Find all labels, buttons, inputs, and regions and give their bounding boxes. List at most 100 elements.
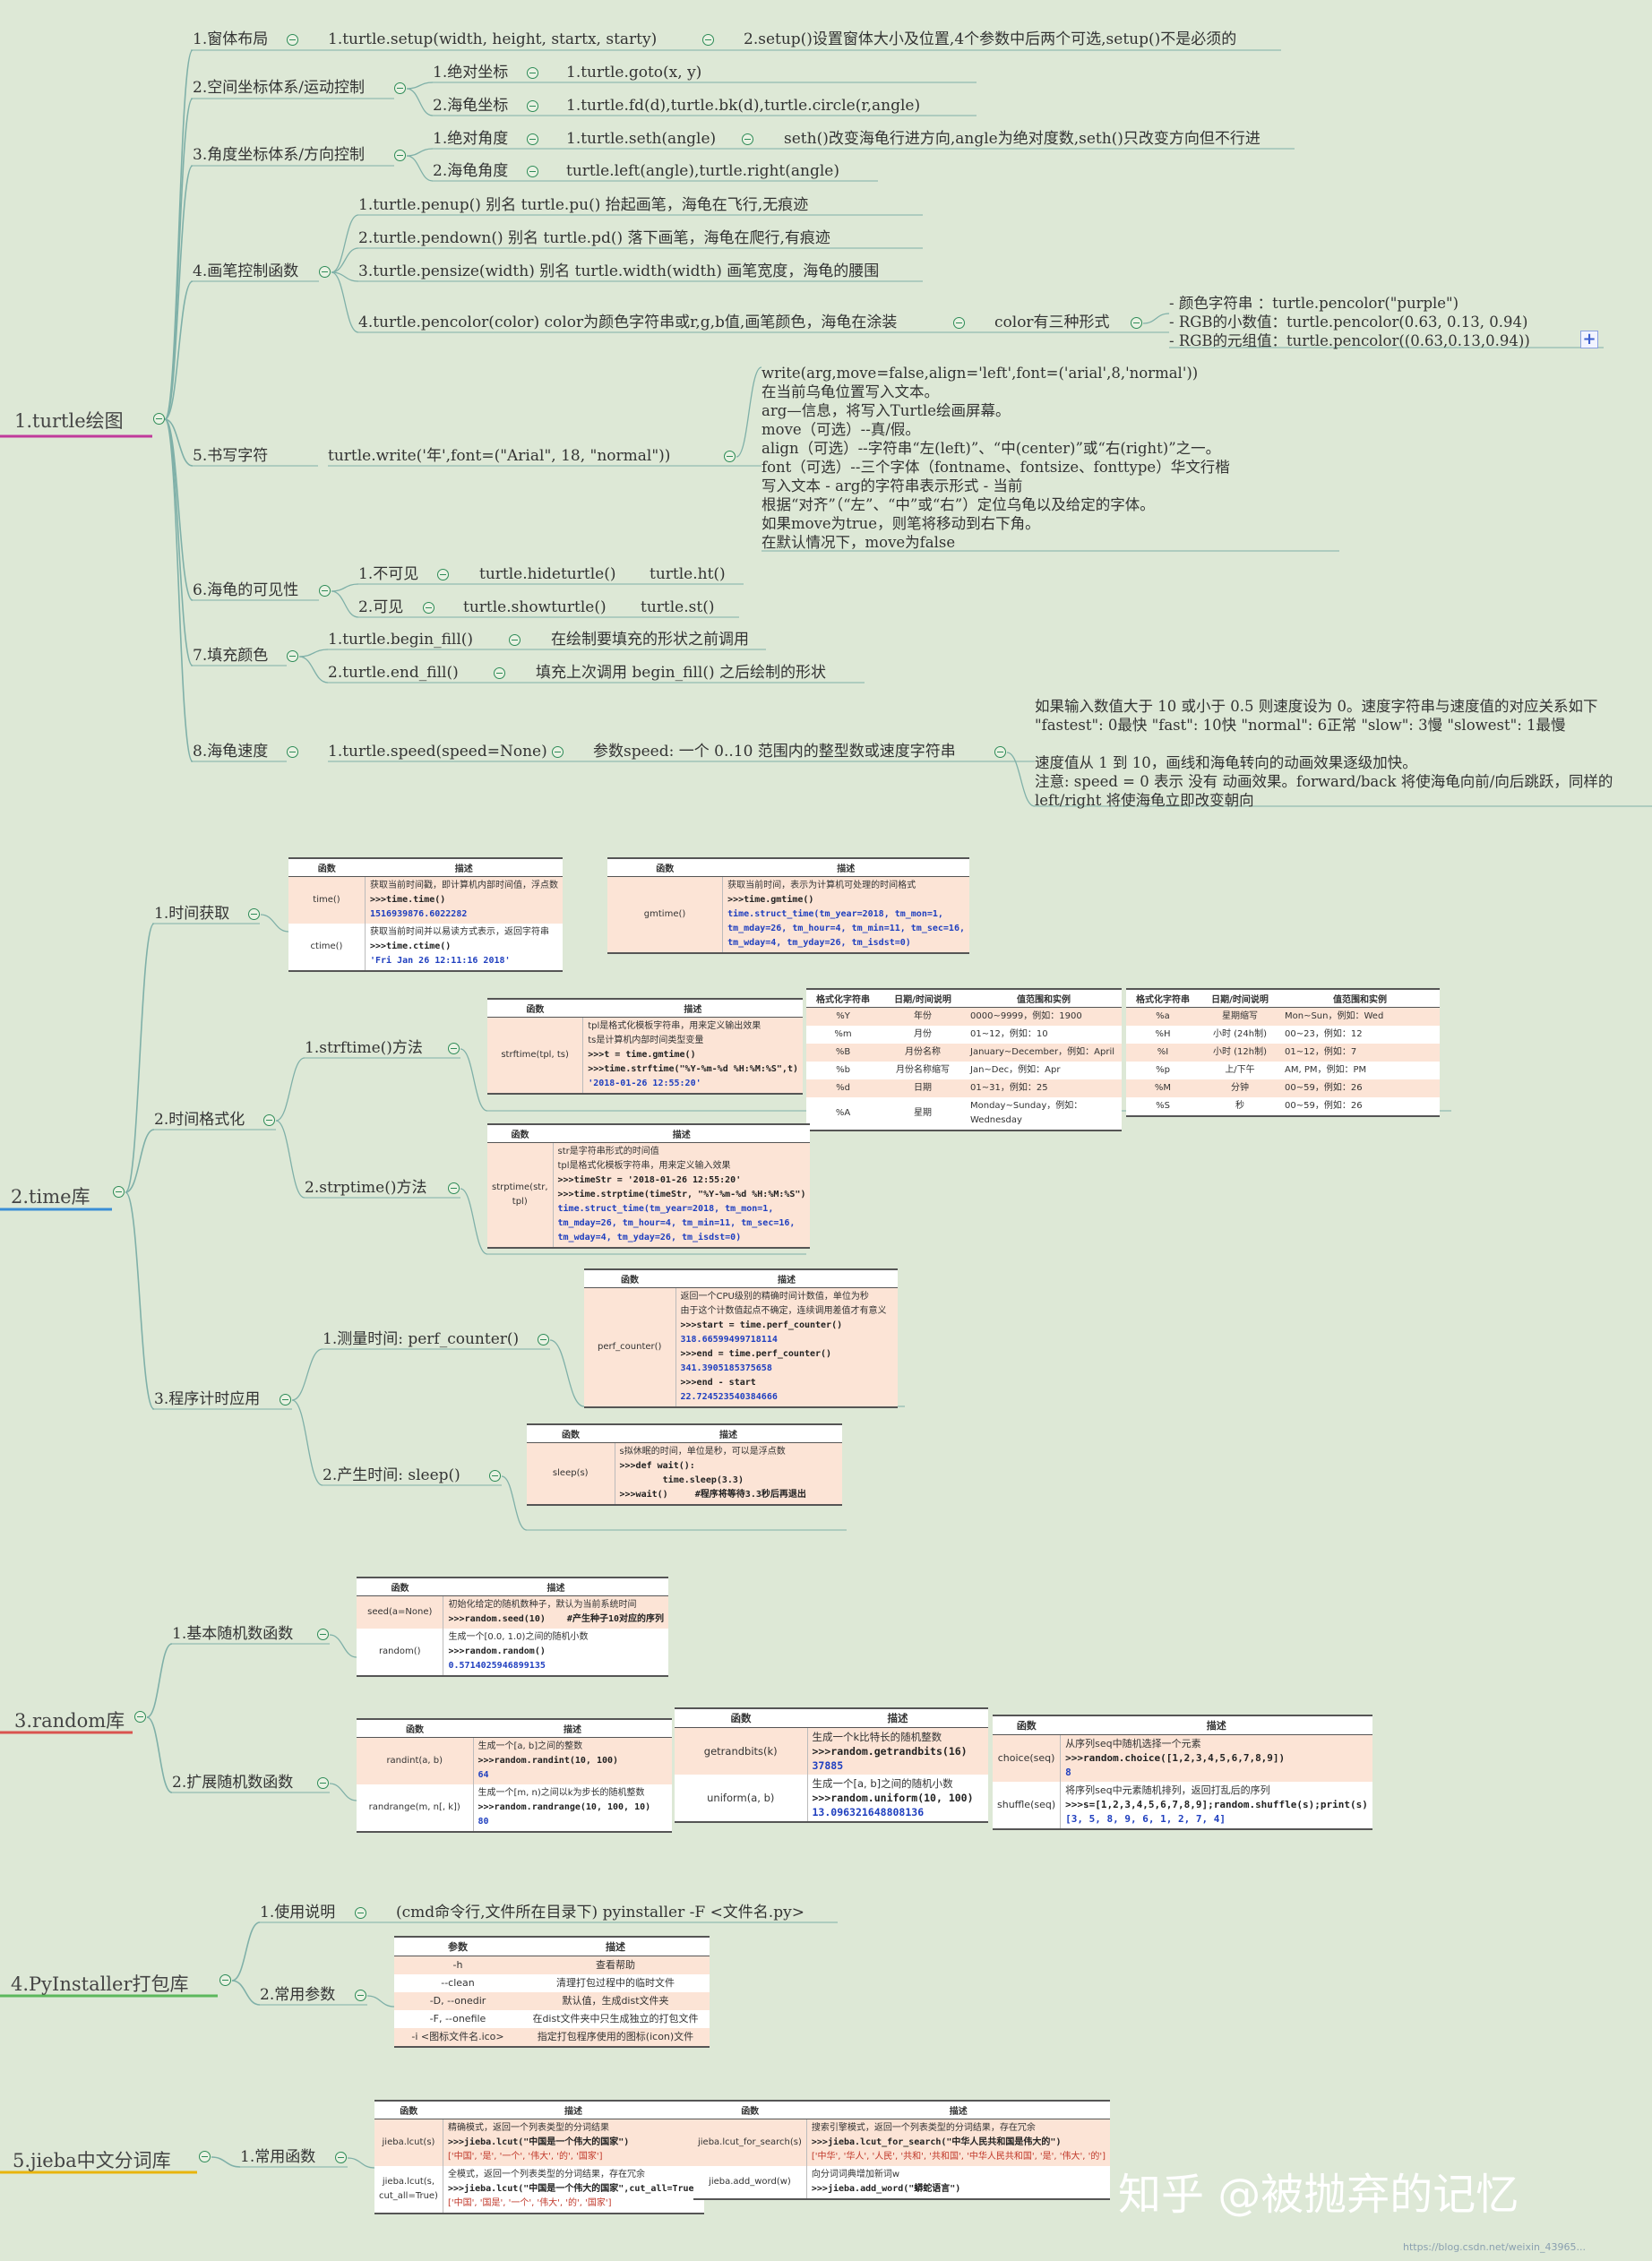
collapse-icon[interactable]	[1131, 317, 1142, 329]
collapse-icon[interactable]	[527, 67, 538, 79]
root-random[interactable]: 3.random库	[14, 1710, 125, 1732]
node-time-timing[interactable]: 3.程序计时应用	[154, 1390, 261, 1408]
node-penup[interactable]: 1.turtle.penup() 别名 turtle.pu() 抬起画笔，海龟在…	[358, 196, 809, 214]
node-window-layout[interactable]: 1.窗体布局	[193, 30, 269, 48]
node-angle-coords[interactable]: 3.角度坐标体系/方向控制	[193, 146, 365, 164]
node-setup-desc[interactable]: 2.setup()设置窗体大小及位置,4个参数中后两个可选,setup()不是必…	[744, 30, 1237, 48]
node-write-call[interactable]: turtle.write('年',font=("Arial", 18, "nor…	[328, 447, 671, 465]
collapse-icon[interactable]	[394, 150, 406, 161]
node-ht[interactable]: turtle.ht()	[650, 565, 726, 583]
node-abs-coords[interactable]: 1.绝对坐标	[433, 64, 509, 82]
collapse-icon[interactable]	[742, 133, 753, 145]
node-hideturtle[interactable]: turtle.hideturtle()	[479, 565, 616, 583]
collapse-icon[interactable]	[494, 667, 505, 679]
collapse-icon[interactable]	[319, 585, 331, 597]
collapse-icon[interactable]	[489, 1470, 501, 1482]
root-jieba[interactable]: 5.jieba中文分词库	[13, 2150, 171, 2171]
node-seth[interactable]: 1.turtle.seth(angle)	[566, 130, 717, 148]
root-time[interactable]: 2.time库	[11, 1186, 90, 1208]
collapse-icon[interactable]	[423, 602, 435, 614]
node-params[interactable]: 2.常用参数	[260, 1986, 336, 2004]
collapse-icon[interactable]	[527, 133, 538, 145]
collapse-icon[interactable]	[319, 266, 331, 278]
node-turtle-coords[interactable]: 2.海龟坐标	[433, 97, 509, 115]
collapse-icon[interactable]	[248, 908, 260, 920]
collapse-icon[interactable]	[394, 82, 406, 94]
collapse-icon[interactable]	[263, 1114, 275, 1126]
collapse-icon[interactable]	[994, 746, 1006, 758]
collapse-icon[interactable]	[317, 1629, 329, 1640]
node-pensize[interactable]: 3.turtle.pensize(width) 别名 turtle.width(…	[358, 262, 880, 280]
root-pyinstaller[interactable]: 4.PyInstaller打包库	[11, 1973, 189, 1995]
collapse-icon[interactable]	[702, 34, 714, 46]
node-invisible[interactable]: 1.不可见	[358, 565, 419, 583]
node-end-fill[interactable]: 2.turtle.end_fill()	[328, 664, 459, 682]
node-left-right[interactable]: turtle.left(angle),turtle.right(angle)	[566, 162, 839, 180]
node-color-lines[interactable]: - 颜色字符串 ：turtle.pencolor("purple") - RGB…	[1169, 295, 1530, 349]
collapse-icon[interactable]	[199, 2151, 211, 2162]
collapse-icon[interactable]	[317, 1777, 329, 1789]
node-setup-call[interactable]: 1.turtle.setup(width, height, startx, st…	[328, 30, 658, 48]
node-strftime[interactable]: 1.strftime()方法	[305, 1039, 423, 1057]
collapse-icon[interactable]	[552, 746, 564, 758]
collapse-icon[interactable]	[724, 451, 736, 462]
node-strptime[interactable]: 2.strptime()方法	[305, 1179, 427, 1197]
collapse-icon[interactable]	[153, 413, 165, 425]
collapse-icon[interactable]	[287, 650, 298, 662]
node-speed-desc[interactable]: 如果输入数值大于 10 或小于 0.5 则速度设为 0。速度字符串与速度值的对应…	[1035, 698, 1613, 809]
node-color-forms[interactable]: color有三种形式	[994, 314, 1110, 331]
node-jieba-funcs[interactable]: 1.常用函数	[240, 2148, 316, 2166]
root-turtle[interactable]: 1.turtle绘图	[14, 410, 124, 432]
node-space-coords[interactable]: 2.空间坐标体系/运动控制	[193, 79, 365, 97]
collapse-icon[interactable]	[437, 569, 449, 580]
node-begin-desc[interactable]: 在绘制要填充的形状之前调用	[551, 631, 749, 649]
node-can-see[interactable]: 2.可见	[358, 598, 404, 616]
collapse-icon[interactable]	[953, 317, 965, 329]
node-goto[interactable]: 1.turtle.goto(x, y)	[566, 64, 702, 82]
node-speed[interactable]: 8.海龟速度	[193, 743, 269, 761]
collapse-icon[interactable]	[509, 634, 521, 646]
collapse-icon[interactable]	[355, 1990, 366, 2001]
node-time-get[interactable]: 1.时间获取	[154, 905, 230, 923]
node-speed-call[interactable]: 1.turtle.speed(speed=None)	[328, 743, 547, 761]
add-icon[interactable]: +	[1580, 331, 1598, 348]
collapse-icon[interactable]	[527, 100, 538, 112]
collapse-icon[interactable]	[219, 1974, 231, 1986]
collapse-icon[interactable]	[335, 2152, 347, 2163]
node-speed-param[interactable]: 参数speed: 一个 0..10 范围内的整型数或速度字符串	[593, 743, 956, 761]
table-row: randint(a, b)生成一个[a, b]之间的整数>>>random.ra…	[357, 1737, 672, 1784]
node-end-desc[interactable]: 填充上次调用 begin_fill() 之后绘制的形状	[536, 664, 826, 682]
node-showturtle[interactable]: turtle.showturtle()	[463, 598, 607, 616]
node-fd-bk[interactable]: 1.turtle.fd(d),turtle.bk(d),turtle.circl…	[566, 97, 921, 115]
collapse-icon[interactable]	[134, 1711, 146, 1723]
node-perf-counter[interactable]: 1.测量时间: perf_counter()	[323, 1330, 520, 1348]
node-usage[interactable]: 1.使用说明	[260, 1904, 336, 1921]
node-pencolor[interactable]: 4.turtle.pencolor(color) color为颜色字符串或r,g…	[358, 314, 898, 331]
node-seth-desc[interactable]: seth()改变海龟行进方向,angle为绝对度数,seth()只改变方向但不行…	[784, 130, 1261, 148]
node-ext-random[interactable]: 2.扩展随机数函数	[172, 1774, 294, 1792]
node-turtle-angle[interactable]: 2.海龟角度	[433, 162, 509, 180]
collapse-icon[interactable]	[287, 34, 298, 46]
collapse-icon[interactable]	[355, 1907, 366, 1919]
node-sleep[interactable]: 2.产生时间: sleep()	[323, 1466, 460, 1484]
collapse-icon[interactable]	[113, 1186, 125, 1198]
collapse-icon[interactable]	[280, 1394, 291, 1406]
node-write-desc[interactable]: write(arg,move=false,align='left',font=(…	[761, 365, 1230, 551]
node-usage-cmd[interactable]: (cmd命令行,文件所在目录下) pyinstaller -F <文件名.py>	[396, 1904, 804, 1921]
node-time-format[interactable]: 2.时间格式化	[154, 1111, 245, 1129]
node-visible[interactable]: 6.海龟的可见性	[193, 581, 299, 599]
node-pen-ctrl[interactable]: 4.画笔控制函数	[193, 262, 299, 280]
collapse-icon[interactable]	[448, 1043, 460, 1054]
table-row: shuffle(seq)将序列seq中元素随机排列，返回打乱后的序列>>>s=[…	[993, 1782, 1372, 1829]
node-basic-random[interactable]: 1.基本随机数函数	[172, 1625, 294, 1643]
collapse-icon[interactable]	[287, 746, 298, 758]
collapse-icon[interactable]	[527, 166, 538, 177]
node-st[interactable]: turtle.st()	[641, 598, 715, 616]
collapse-icon[interactable]	[448, 1182, 460, 1194]
node-abs-angle[interactable]: 1.绝对角度	[433, 130, 509, 148]
node-pendown[interactable]: 2.turtle.pendown() 别名 turtle.pd() 落下画笔，海…	[358, 229, 830, 247]
collapse-icon[interactable]	[538, 1334, 549, 1345]
node-write[interactable]: 5.书写字符	[193, 447, 269, 465]
node-begin-fill[interactable]: 1.turtle.begin_fill()	[328, 631, 474, 649]
node-fill[interactable]: 7.填充颜色	[193, 647, 269, 665]
